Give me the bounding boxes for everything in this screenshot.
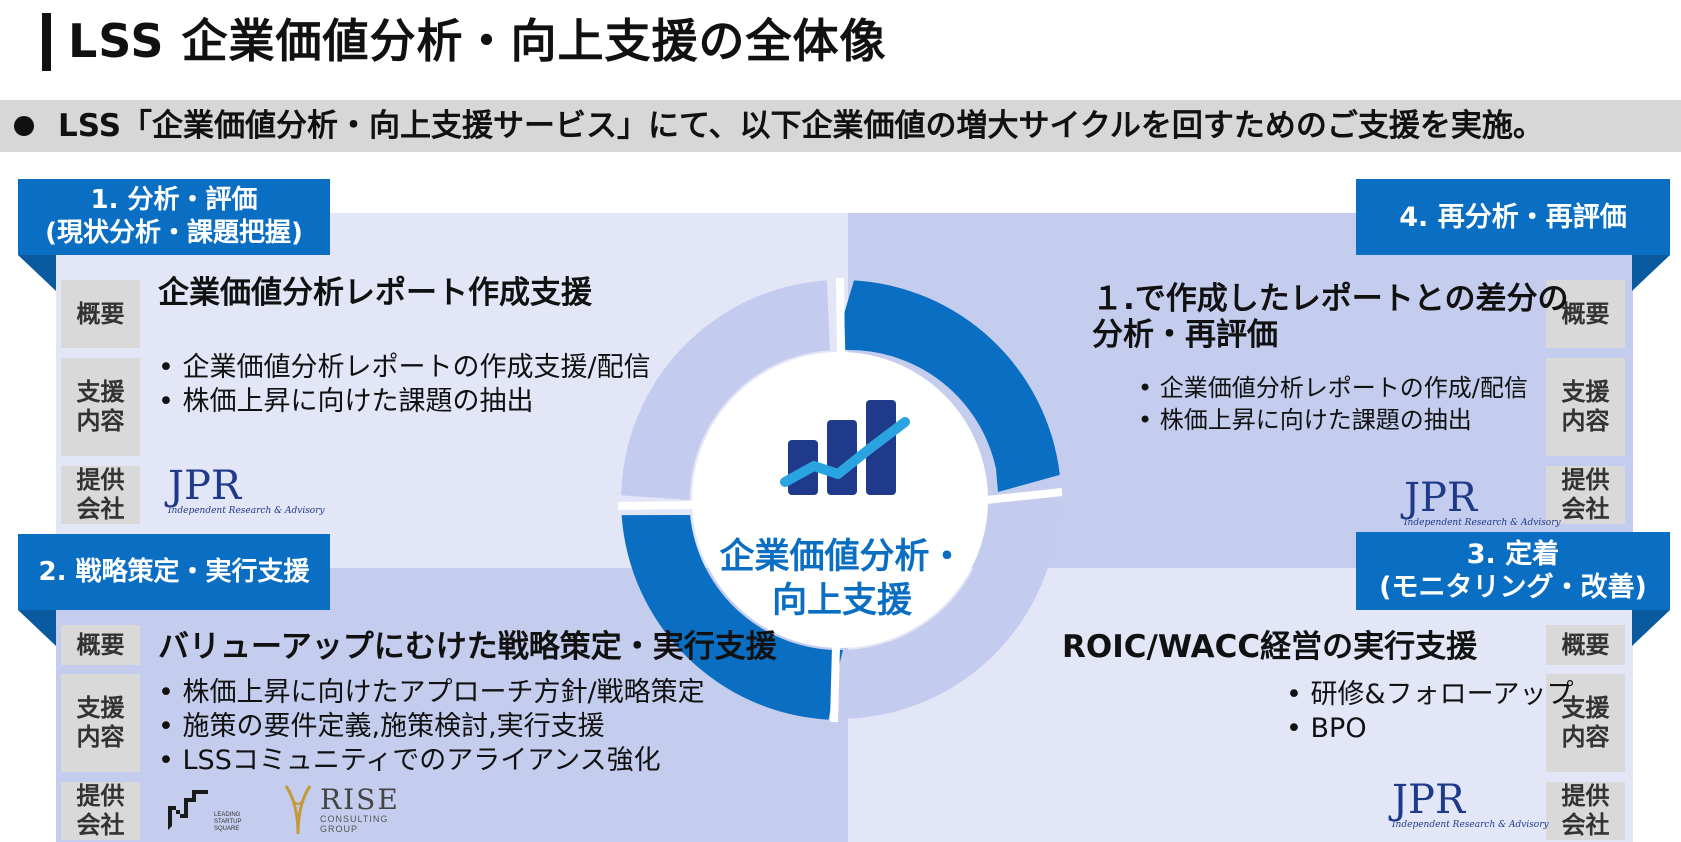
list-item: 株価上昇に向けたアプローチ方針/戦略策定: [158, 676, 705, 710]
phase-3-tab: 3. 定着 (モニタリング・改善): [1356, 532, 1670, 610]
label-provider: 提供会社: [1546, 782, 1625, 840]
jpr-logo: JPR Independent Research & Advisory: [168, 463, 325, 516]
phase-2-tab: 2. 戦略策定・実行支援: [18, 534, 330, 610]
label-overview: 概要: [61, 280, 140, 348]
phase-2-tab-fold: [18, 610, 56, 646]
lss-logo-text: LEADING STARTUP SQUARE: [214, 812, 242, 832]
subtitle-band: [0, 100, 1681, 152]
phase-4-items: 企業価値分析レポートの作成/配信 株価上昇に向けた課題の抽出: [1138, 372, 1528, 436]
title-accent-bar: [42, 13, 51, 71]
phase-4-tab: 4. 再分析・再評価: [1356, 179, 1670, 255]
rise-logo-icon: [284, 785, 312, 835]
cycle-ring-diagram: [617, 277, 1063, 723]
phase-3-tab-fold: [1632, 610, 1670, 646]
phase-3-items: 研修&フォローアップ BPO: [1286, 678, 1574, 746]
phase-2-items: 株価上昇に向けたアプローチ方針/戦略策定 施策の要件定義,施策検討,実行支援 L…: [158, 676, 705, 778]
lss-logo-icon: [168, 790, 208, 830]
list-item: 株価上昇に向けた課題の抽出: [1138, 404, 1528, 436]
center-label: 企業価値分析・ 向上支援: [719, 537, 965, 621]
jpr-logo: JPR Independent Research & Advisory: [1392, 777, 1549, 830]
ring-segment-bottom-right: [843, 503, 1059, 719]
label-overview: 概要: [1546, 625, 1625, 665]
label-provider: 提供会社: [61, 782, 140, 840]
label-provider: 提供会社: [1546, 466, 1625, 524]
ring-segment-top-right: [844, 280, 1060, 492]
phase-4-heading: １.で作成したレポートとの差分の: [1092, 281, 1569, 317]
label-support: 支援内容: [61, 674, 140, 772]
list-item: 企業価値分析レポートの作成/配信: [1138, 372, 1528, 404]
list-item: 企業価値分析レポートの作成支援/配信: [158, 351, 651, 385]
page-title: LSS 企業価値分析・向上支援の全体像: [68, 14, 887, 68]
list-item: 株価上昇に向けた課題の抽出: [158, 385, 651, 419]
phase-1-tab: 1. 分析・評価 (現状分析・課題把握): [18, 179, 330, 255]
phase-1-tab-fold: [18, 255, 56, 291]
list-item: 施策の要件定義,施策検討,実行支援: [158, 710, 705, 744]
phase-1-heading: 企業価値分析レポート作成支援: [158, 275, 592, 311]
bullet-icon: [14, 116, 34, 136]
phase-2-heading: バリューアップにむけた戦略策定・実行支援: [158, 629, 777, 665]
phase-4-tab-fold: [1632, 255, 1670, 291]
label-overview: 概要: [1546, 280, 1625, 348]
phase-3-heading: ROIC/WACC経営の実行支援: [1062, 629, 1478, 665]
bar-chart-trend-icon: [780, 400, 910, 495]
rise-logo: RISE CONSULTING GROUP: [320, 783, 400, 835]
label-support: 支援内容: [61, 358, 140, 456]
label-overview: 概要: [61, 625, 140, 665]
jpr-logo: JPR Independent Research & Advisory: [1404, 475, 1561, 528]
ring-segment-bottom-left: [621, 515, 843, 720]
label-provider: 提供会社: [61, 466, 140, 524]
page-subtitle: LSS「企業価値分析・向上支援サービス」にて、以下企業価値の増大サイクルを回すた…: [58, 108, 1544, 144]
list-item: 研修&フォローアップ: [1286, 678, 1574, 712]
label-support: 支援内容: [1546, 358, 1625, 456]
phase-4-heading-line2: 分析・再評価: [1092, 317, 1278, 353]
list-item: LSSコミュニティでのアライアンス強化: [158, 744, 705, 778]
ring-segment-top-left: [621, 280, 830, 500]
list-item: BPO: [1286, 712, 1574, 746]
phase-1-items: 企業価値分析レポートの作成支援/配信 株価上昇に向けた課題の抽出: [158, 351, 651, 419]
